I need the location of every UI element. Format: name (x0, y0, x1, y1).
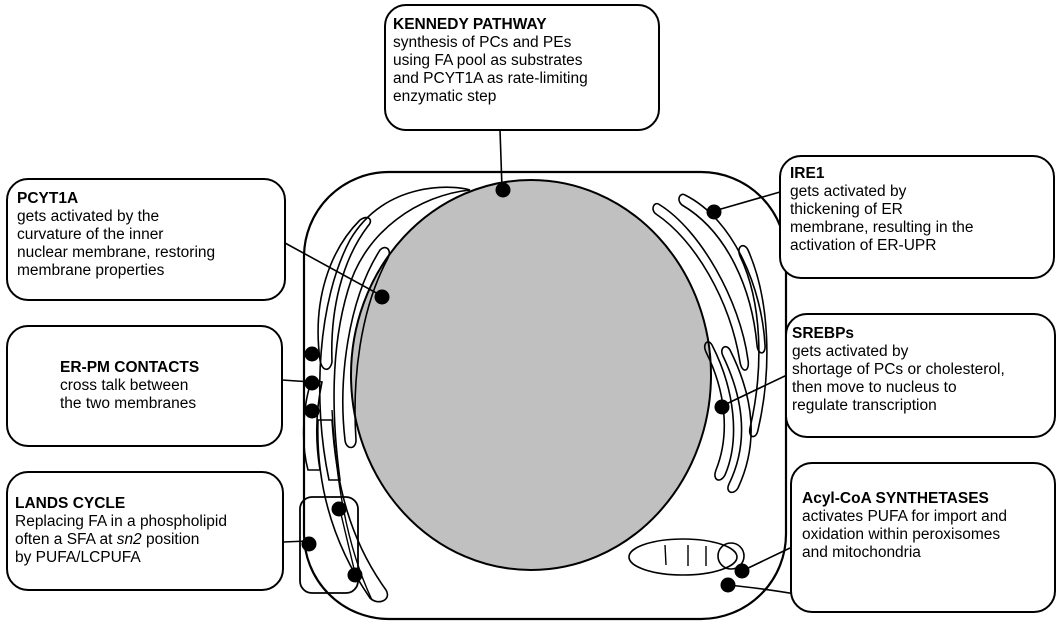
srebps-line: regulate transcription (792, 397, 937, 414)
marker-acyl-peroxisome (734, 563, 750, 579)
er-pm-contacts-title: ER-PM CONTACTS (60, 359, 200, 376)
nucleus (350, 179, 712, 571)
er-membrane (318, 186, 471, 481)
srebps-title: SREBPs (792, 325, 855, 342)
kennedy-pathway-line: and PCYT1A as rate-limiting (393, 70, 588, 87)
pcyt1a-title: PCYT1A (17, 190, 79, 207)
ire1-line: thickening of ER (790, 201, 903, 218)
er-pm-contacts-box: ER-PM CONTACTS cross talk between the tw… (6, 325, 283, 447)
connector-acyl (741, 547, 791, 572)
er-cisterna (652, 202, 750, 371)
pcyt1a-line: nuclear membrane, restoring (17, 244, 216, 261)
peroxisome (717, 542, 745, 570)
ire1-line: activation of ER-UPR (790, 237, 937, 254)
srebps-box: SREBPs gets activated by shortage of PCs… (785, 313, 1056, 438)
lands-cycle-line: often a SFA at sn2 position (15, 531, 282, 549)
er-cisterna (678, 193, 766, 354)
er-pm-contacts-line: cross talk between (60, 377, 189, 394)
lands-cycle-text: position (141, 531, 200, 548)
marker-kennedy (495, 182, 511, 198)
er-cisterna (703, 341, 735, 481)
marker-acyl-mitochondrion (720, 577, 736, 593)
srebps-line: then move to nucleus to (792, 379, 957, 396)
ire1-title: IRE1 (790, 165, 825, 182)
acyl-coa-synthetases-line: activates PUFA for import and (802, 508, 1008, 525)
mitochondrion-crista (664, 544, 667, 566)
kennedy-pathway-box: KENNEDY PATHWAY synthesis of PCs and PEs… (384, 4, 660, 131)
pcyt1a-line: membrane properties (17, 262, 165, 279)
lands-cycle-box: LANDS CYCLE Replacing FA in a phospholip… (6, 471, 284, 591)
kennedy-pathway-line: enzymatic step (393, 88, 497, 105)
marker-pcyt1a (374, 289, 390, 305)
acyl-coa-synthetases-line: and mitochondria (802, 544, 921, 561)
pcyt1a-box: PCYT1A gets activated by the curvature o… (6, 178, 286, 301)
marker-lands-2 (301, 536, 317, 552)
connector-srebps (721, 374, 788, 407)
marker-erpm-2 (304, 375, 320, 391)
lands-cycle-text: often a SFA at (15, 531, 117, 548)
connector-lands-inner (339, 509, 356, 574)
ire1-box: IRE1 gets activated by thickening of ER … (779, 155, 1055, 279)
pcyt1a-line: gets activated by the (17, 208, 160, 225)
connector-ire1 (713, 191, 781, 212)
lands-cycle-emphasis: sn2 (116, 531, 142, 548)
er-tube (317, 419, 389, 603)
marker-erpm-3 (304, 403, 320, 419)
kennedy-pathway-line: synthesis of PCs and PEs (393, 34, 572, 51)
er-cisterna (317, 216, 372, 371)
kennedy-pathway-line: using FA pool as substrates (393, 52, 583, 69)
marker-srebps (714, 399, 730, 415)
acyl-coa-synthetases-box: Acyl-CoA SYNTHETASES activates PUFA for … (790, 462, 1056, 613)
er-cisterna (342, 246, 391, 449)
er-pm-contacts-line: the two membranes (60, 395, 197, 412)
er-cisterna (738, 244, 768, 438)
srebps-line: gets activated by (792, 343, 909, 360)
kennedy-pathway-title: KENNEDY PATHWAY (393, 16, 547, 33)
connector-kennedy (499, 129, 503, 189)
marker-lands-1 (331, 501, 347, 517)
marker-ire1 (706, 204, 722, 220)
connector-pcyt1a (284, 242, 383, 297)
ire1-line: gets activated by (790, 183, 907, 200)
marker-lands-3 (347, 567, 363, 583)
mitochondrion (628, 538, 738, 576)
srebps-line: shortage of PCs or cholesterol, (792, 361, 1005, 378)
lands-cycle-line: by PUFA/LCPUFA (15, 549, 141, 566)
lands-cycle-line: Replacing FA in a phospholipid (15, 513, 227, 530)
er-cisterna (302, 379, 323, 471)
lands-cycle-title: LANDS CYCLE (15, 495, 126, 512)
acyl-coa-synthetases-title: Acyl-CoA SYNTHETASES (802, 490, 989, 507)
marker-erpm-1 (304, 346, 320, 362)
pcyt1a-line: curvature of the inner (17, 226, 164, 243)
ire1-line: membrane, resulting in the (790, 219, 974, 236)
er-cisterna (721, 345, 752, 494)
acyl-coa-synthetases-line: oxidation within peroxisomes (802, 526, 1001, 543)
lands-cycle-highlight (299, 496, 359, 594)
